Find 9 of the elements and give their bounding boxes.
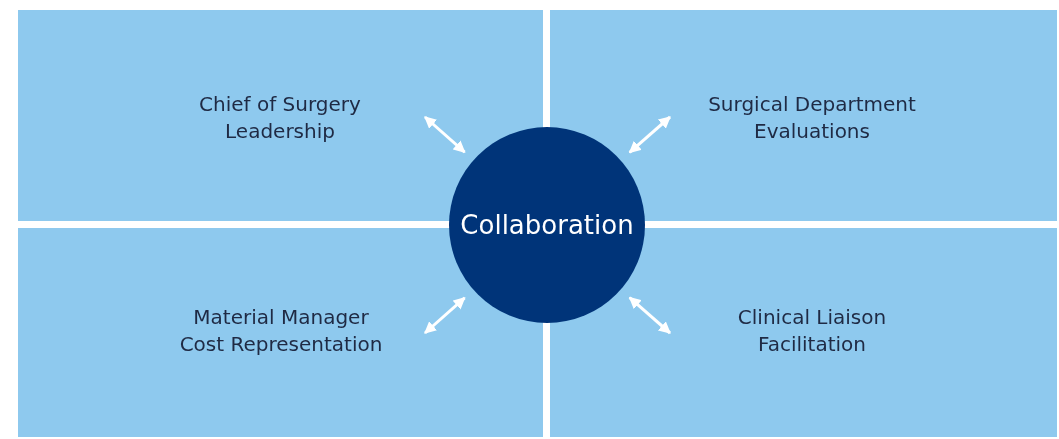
double-arrow (628, 115, 671, 154)
double-arrow (424, 115, 466, 154)
panel-label: Surgical Department Evaluations (707, 91, 917, 145)
circle-label: Collaboration (460, 210, 634, 240)
double-arrow (424, 296, 466, 335)
panel-label: Clinical Liaison Facilitation (736, 304, 888, 358)
panel-label: Material Manager Cost Representation (178, 304, 384, 358)
panel-label: Chief of Surgery Leadership (198, 91, 362, 145)
double-arrow (628, 296, 671, 335)
